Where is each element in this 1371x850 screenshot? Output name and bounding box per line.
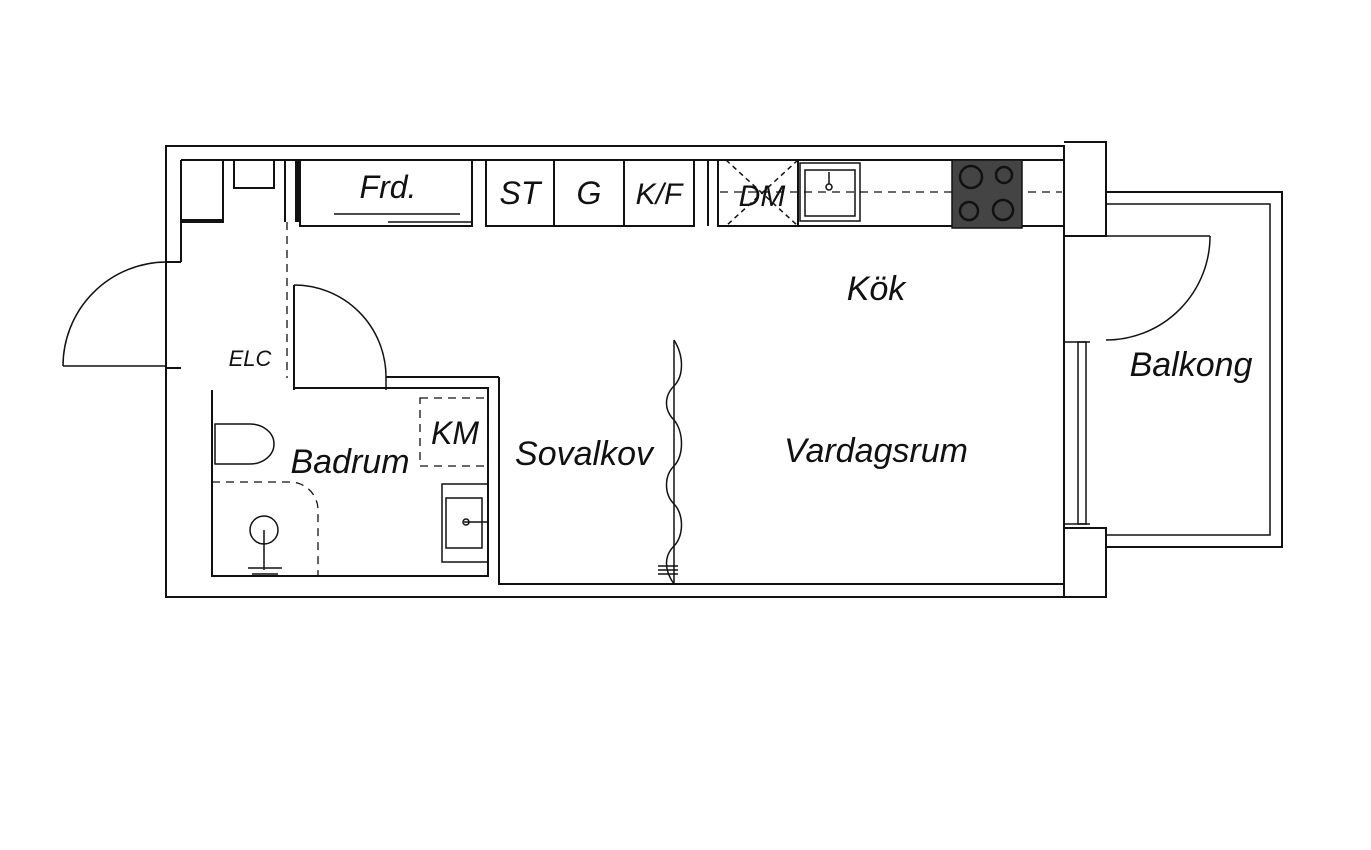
elc-label: ELC [229,346,272,371]
sleeping-alcove-label: Sovalkov [515,435,655,473]
shower-icon [212,481,319,576]
sink-icon [441,483,489,563]
stove-icon [951,159,1023,229]
g-label: G [577,175,602,211]
washing-machine-label: KM [431,415,479,451]
dm-label: DM [739,180,786,213]
kf-label: K/F [636,178,684,211]
kitchen-sink-icon [799,162,861,222]
balcony-label: Balkong [1130,346,1253,384]
washing-machine [419,397,489,467]
bathroom-label: Badrum [290,443,409,481]
kitchen-counter [297,159,1064,227]
freezer-label: Frd. [360,169,417,205]
toilet-icon [214,423,275,465]
entrance-closet [180,160,297,378]
door-swing-icon [62,261,167,367]
living-room-label: Vardagsrum [784,432,968,470]
kitchen-label: Kök [847,270,908,308]
st-label: ST [500,175,543,211]
balcony [1064,191,1283,548]
curtain-icon [658,339,683,585]
bathroom-walls [211,284,1064,585]
